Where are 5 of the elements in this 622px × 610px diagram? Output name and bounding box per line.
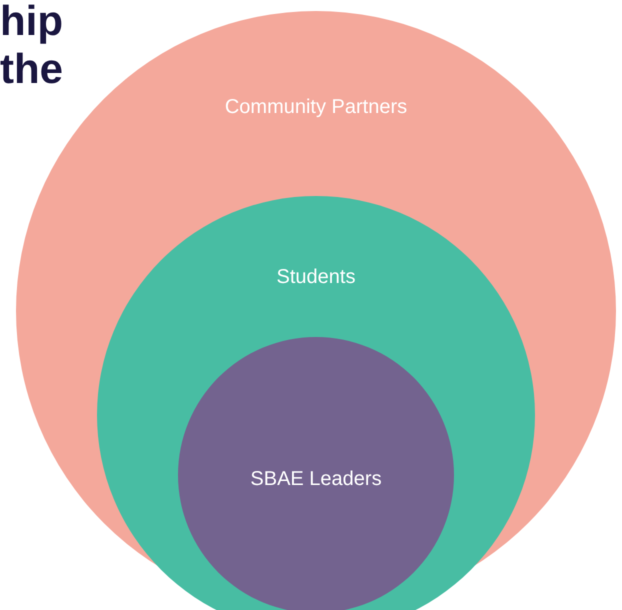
circle-label: SBAE Leaders (250, 468, 382, 491)
heading-fragment: hip (0, 0, 63, 42)
circle-label: Students (276, 266, 356, 289)
circle-label: Community Partners (224, 96, 408, 119)
heading-fragment: the (0, 48, 63, 90)
